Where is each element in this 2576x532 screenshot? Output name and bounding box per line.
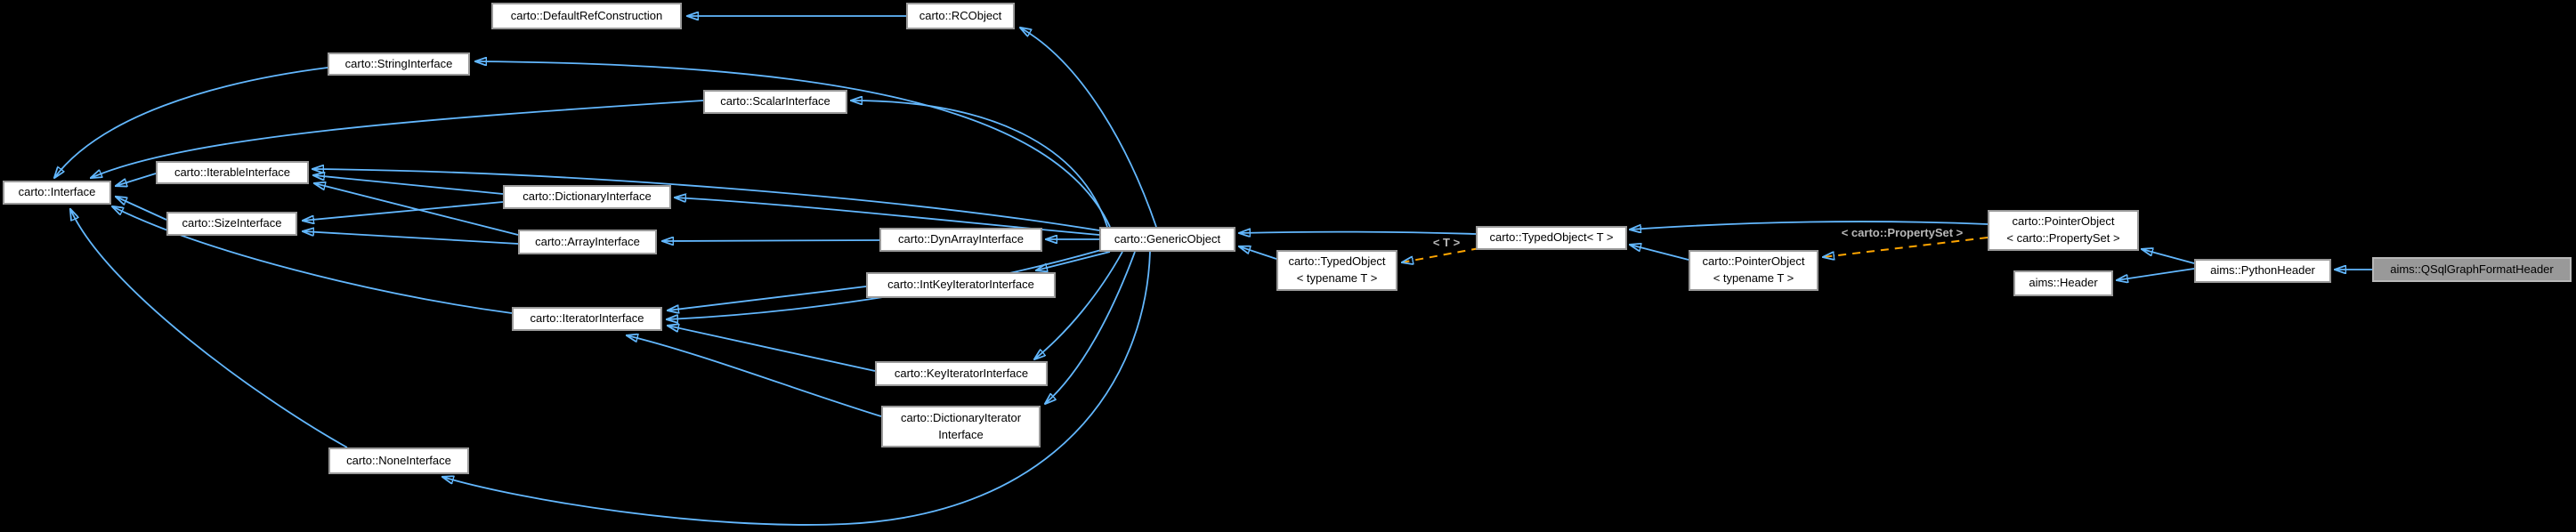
edge-genericobject-to-noneinterface [442, 251, 1151, 526]
node-pointer-object-typename[interactable]: carto::PointerObject < typename T > [1689, 250, 1819, 291]
edge-genericobject-to-rcobject [1020, 28, 1157, 228]
edge-intkeyiterator-to-iteratorinterface [668, 286, 867, 310]
node-pointer-object-propertyset[interactable]: carto::PointerObject < carto::PropertySe… [1988, 210, 2139, 251]
node-dictionary-interface[interactable]: carto::DictionaryInterface [503, 185, 671, 209]
edge-pointerobject-typename-to-typedobject-t [1630, 245, 1689, 261]
edge-typedobject-typename-to-genericobject [1239, 246, 1277, 260]
edge-string-to-interface [54, 67, 328, 178]
edge-genericobject-to-iterableinterface [312, 169, 1100, 231]
edge-genericobject-to-dictionaryiteratorinterface [1045, 251, 1136, 404]
node-generic-object[interactable]: carto::GenericObject [1099, 227, 1235, 252]
edge-scalar-to-interface [91, 100, 704, 178]
edge-typedobject-t-to-genericobject [1239, 232, 1477, 234]
edge-keyiterator-to-iteratorinterface [668, 326, 876, 372]
edge-pointerobject-propertyset-to-typedobject-t [1630, 221, 1989, 230]
edge-iterator-to-interface [112, 206, 513, 314]
node-default-ref-construction[interactable]: carto::DefaultRefConstruction [491, 3, 682, 29]
edge-template-instance-typedobject [1402, 247, 1480, 262]
node-rc-object[interactable]: carto::RCObject [906, 3, 1015, 29]
edge-iterable-to-interface [116, 173, 157, 186]
edge-size-to-interface [116, 197, 167, 221]
node-none-interface[interactable]: carto::NoneInterface [328, 447, 469, 474]
edge-array-to-sizeinterface [303, 231, 519, 245]
edge-none-to-interface [70, 209, 348, 448]
edge-genericobject-to-iteratorinterface [667, 249, 1102, 319]
node-string-interface[interactable]: carto::StringInterface [328, 52, 470, 76]
template-arg-label-t: < T > [1432, 236, 1461, 249]
edge-pythonheader-to-pointerobject-propertyset [2142, 249, 2195, 264]
edge-pythonheader-to-aimsheader [2117, 268, 2195, 280]
edge-dictionary-to-iterableinterface [313, 175, 504, 195]
node-dyn-array-interface[interactable]: carto::DynArrayInterface [879, 228, 1042, 252]
edge-array-to-iterableinterface [314, 183, 519, 236]
edge-genericobject-to-stringinterface [475, 61, 1111, 228]
node-typed-object-typename[interactable]: carto::TypedObject < typename T > [1276, 250, 1397, 291]
node-qsql-graph-format-header: aims::QSqlGraphFormatHeader [2372, 257, 2572, 282]
node-interface[interactable]: carto::Interface [3, 181, 111, 205]
edge-template-instance-pointerobject [1823, 237, 1989, 257]
node-aims-header[interactable]: aims::Header [2013, 270, 2113, 296]
node-array-interface[interactable]: carto::ArrayInterface [518, 230, 657, 254]
template-arg-label-propertyset: < carto::PropertySet > [1841, 226, 1964, 239]
edge-genericobject-to-scalarinterface [851, 101, 1108, 228]
node-python-header[interactable]: aims::PythonHeader [2194, 259, 2331, 283]
edge-dictionaryiterator-to-iteratorinterface [627, 335, 882, 417]
node-int-key-iterator-interface[interactable]: carto::IntKeyIteratorInterface [866, 272, 1056, 298]
node-typed-object-t[interactable]: carto::TypedObject< T > [1476, 226, 1627, 250]
edge-genericobject-to-keyiteratorinterface [1034, 251, 1123, 359]
edge-genericobject-to-intkeyiteratorinterface [1036, 251, 1111, 270]
node-dictionary-iterator-interface[interactable]: carto::DictionaryIterator Interface [881, 406, 1041, 447]
edge-dictionary-to-sizeinterface [303, 201, 504, 221]
node-key-iterator-interface[interactable]: carto::KeyIteratorInterface [875, 361, 1048, 386]
node-size-interface[interactable]: carto::SizeInterface [166, 212, 297, 236]
node-iterator-interface[interactable]: carto::IteratorInterface [512, 307, 662, 331]
node-iterable-interface[interactable]: carto::IterableInterface [156, 161, 309, 184]
node-scalar-interface[interactable]: carto::ScalarInterface [703, 90, 847, 114]
edge-dynarray-to-arrayinterface [662, 240, 880, 241]
